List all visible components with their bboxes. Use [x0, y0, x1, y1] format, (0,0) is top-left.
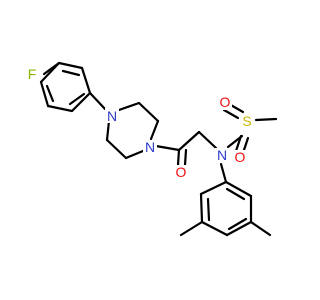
bond: [179, 220, 204, 237]
bond: [105, 138, 128, 160]
piperazine-nitrogen-top: N: [107, 108, 117, 124]
bond: [222, 108, 240, 120]
bond: [45, 84, 55, 103]
bond: [80, 66, 92, 95]
bond: [105, 119, 111, 142]
sulfonyl-oxygen-top: O: [220, 94, 231, 110]
structure-drawing: F N N N O S O O: [25, 61, 278, 237]
bond: [68, 92, 86, 106]
bond: [70, 91, 92, 113]
bond: [199, 192, 204, 224]
bond: [117, 101, 141, 112]
bond: [177, 130, 201, 152]
bonds: [39, 61, 278, 237]
bond: [225, 187, 246, 201]
bond: [137, 101, 160, 123]
sulfur-atom: S: [242, 113, 251, 129]
fluorine-atom: F: [28, 66, 37, 82]
bond: [124, 149, 145, 160]
bond: [219, 162, 228, 184]
bond: [199, 180, 228, 196]
sulfonyl-oxygen-bottom: O: [235, 149, 246, 165]
bond: [61, 69, 81, 77]
bond: [249, 220, 272, 237]
bond: [197, 130, 218, 150]
bond: [46, 104, 74, 113]
sulfonamide-nitrogen: N: [217, 147, 227, 163]
bond: [39, 80, 50, 108]
bond: [234, 134, 243, 153]
bond: [200, 220, 229, 237]
bond: [39, 61, 61, 84]
bond: [206, 197, 211, 222]
bond: [183, 148, 188, 167]
bond: [149, 119, 160, 141]
piperazine-nitrogen-bottom: N: [145, 139, 155, 155]
carbonyl-oxygen: O: [176, 164, 187, 180]
bond: [225, 220, 253, 237]
atom-labels: F N N N O S O O: [25, 66, 254, 180]
bond: [57, 61, 84, 70]
bond: [176, 148, 181, 167]
bond: [224, 180, 253, 198]
bond: [88, 91, 107, 111]
molecule-diagram: F N N N O S O O: [25, 61, 278, 237]
bond: [227, 217, 248, 231]
bond: [154, 144, 181, 152]
bond: [254, 117, 278, 122]
